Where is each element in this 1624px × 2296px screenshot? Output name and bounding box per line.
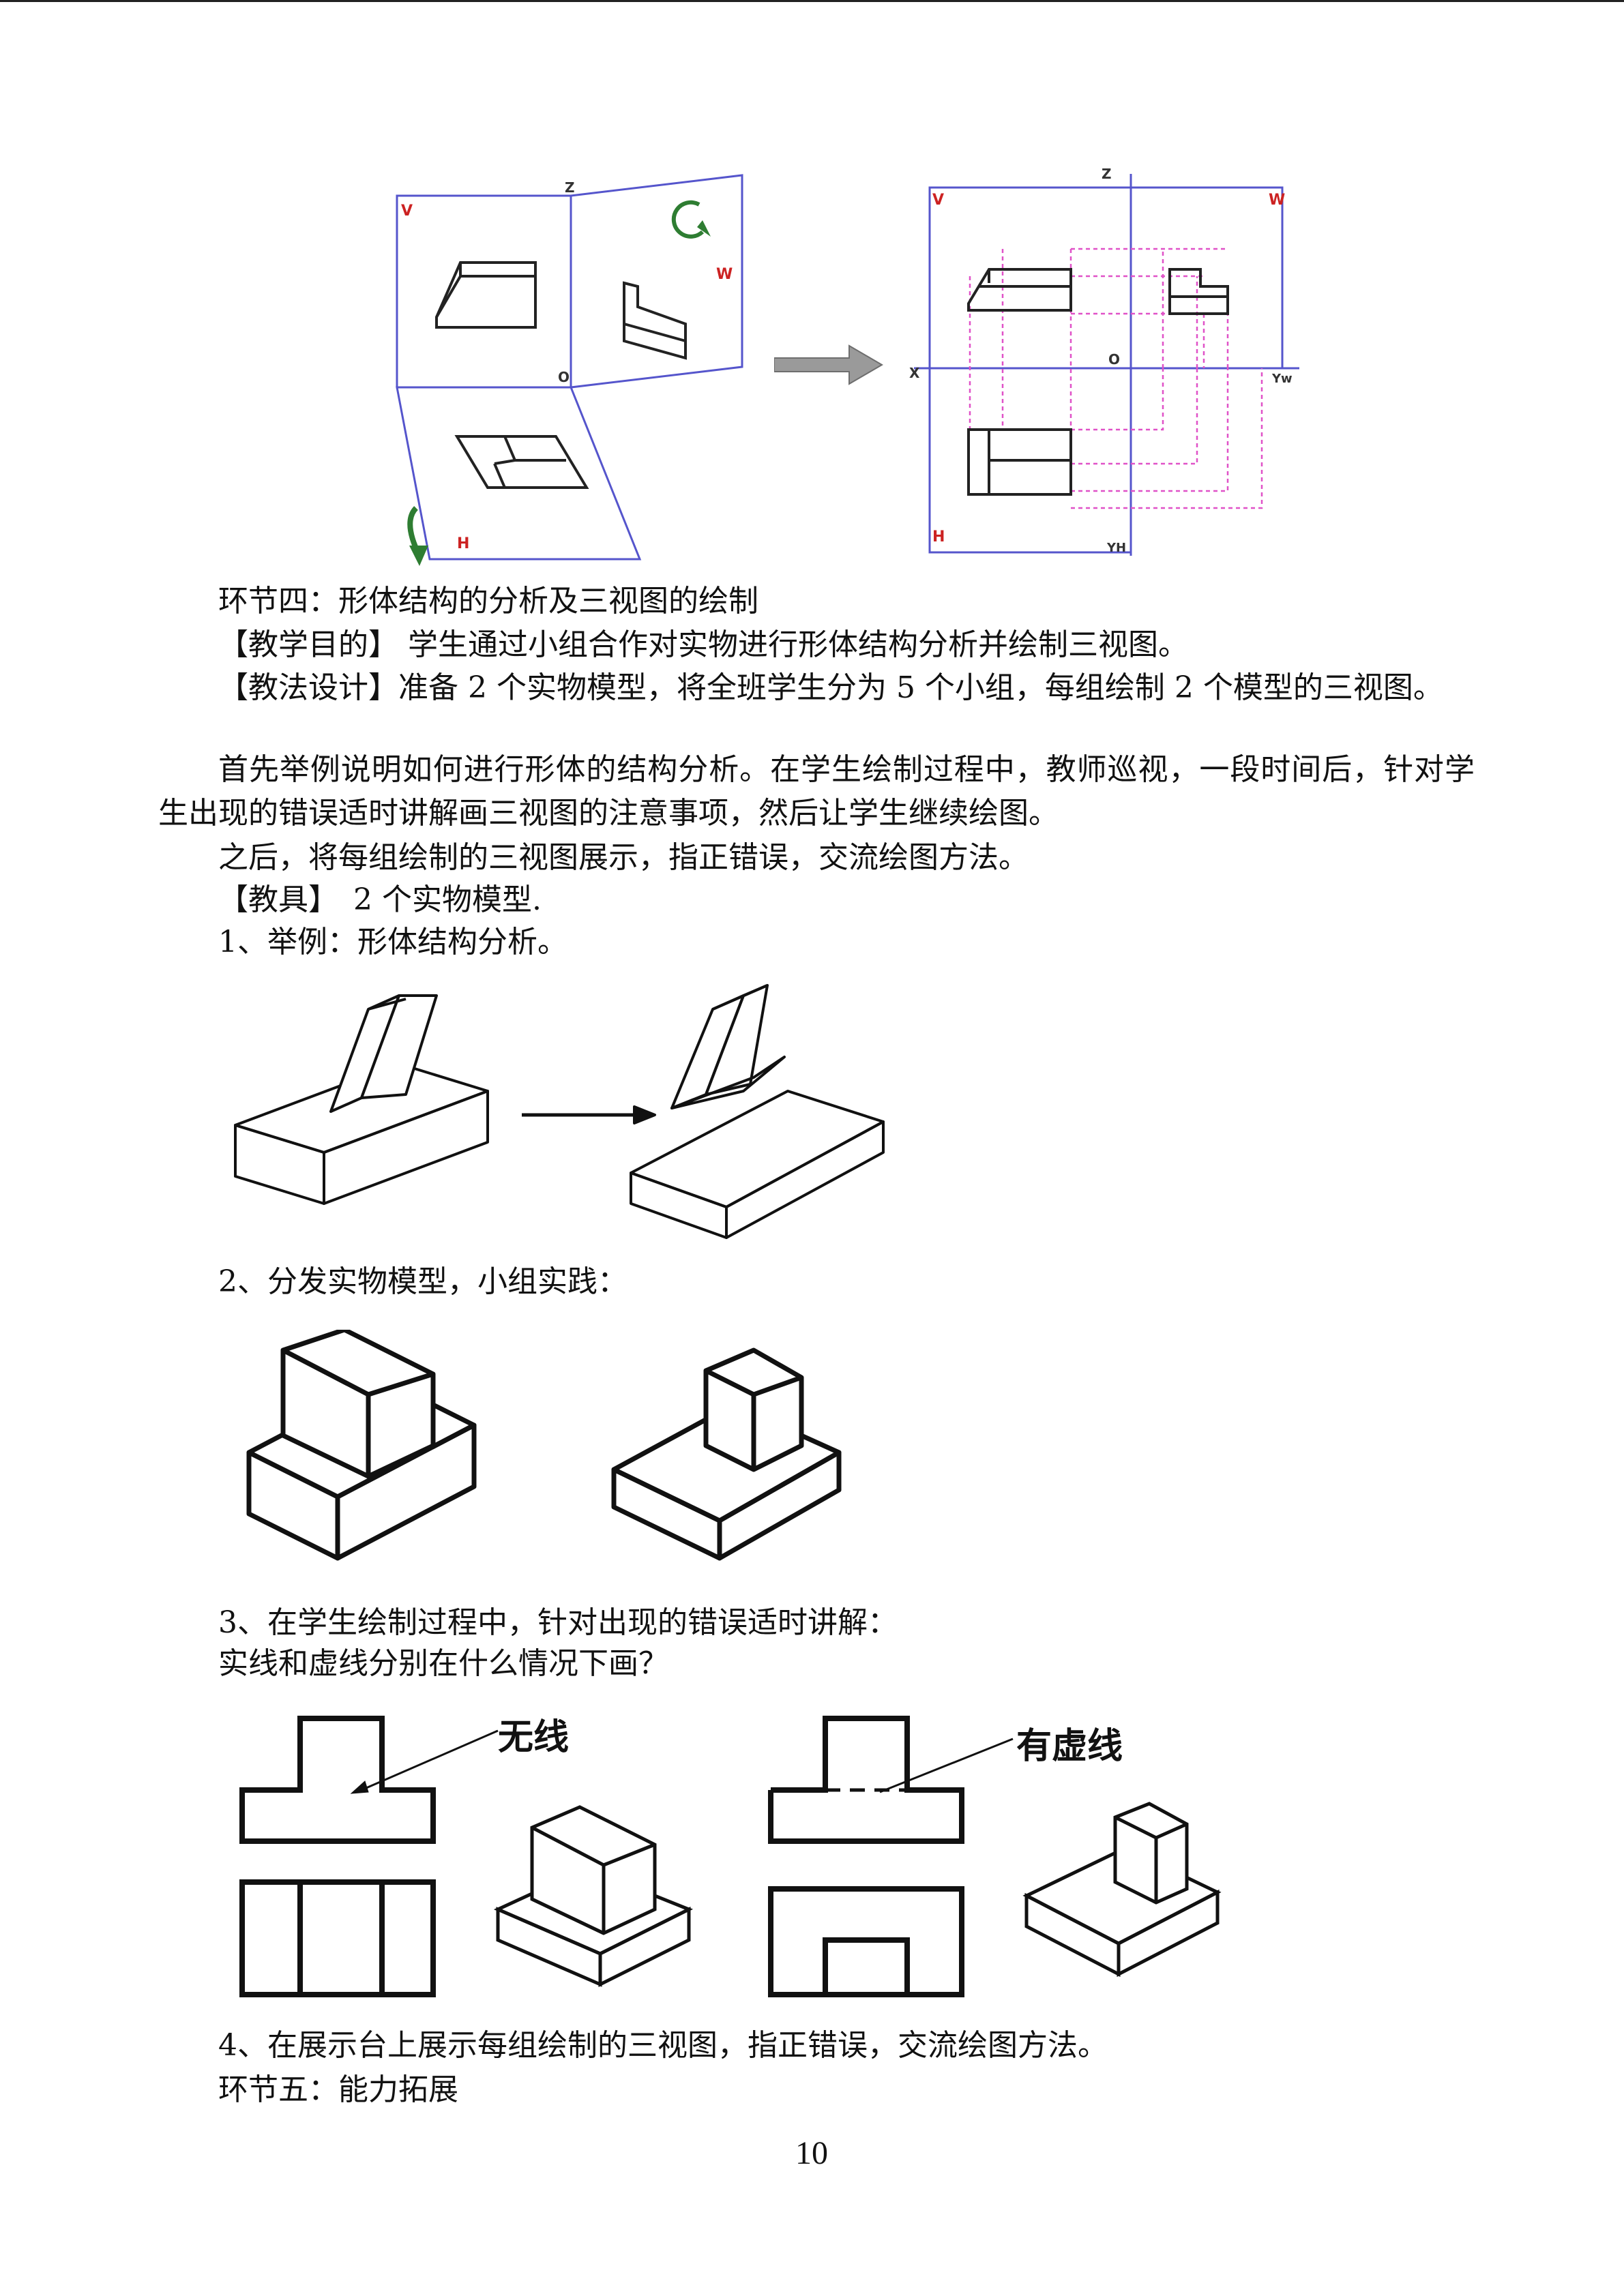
transition-arrow: [774, 344, 883, 385]
label-no-line: 无线: [498, 1717, 570, 1758]
unfolded-label-x: X: [909, 365, 920, 381]
step-3: 3、在学生绘制过程中，针对出现的错误适时讲解：: [218, 1605, 898, 1640]
page-number: 10: [795, 2135, 828, 2171]
section4-heading: 环节四：形体结构的分析及三视图的绘制: [218, 584, 758, 618]
plane-label-h: H: [457, 535, 470, 552]
axis-label-o: O: [558, 369, 570, 385]
unfolded-label-yw: Yw: [1272, 372, 1293, 386]
step-2: 2、分发实物模型，小组实践：: [218, 1264, 628, 1299]
unfolded-label-o: O: [1108, 351, 1121, 368]
paragraph-display: 之后，将每组绘制的三视图展示，指正错误，交流绘图方法。: [218, 840, 1029, 875]
unfolded-label-yh: YH: [1107, 541, 1127, 555]
plane-label-w: W: [716, 266, 733, 283]
teaching-tools: 【教具】 2 个实物模型.: [218, 882, 542, 917]
paragraph-analysis: 首先举例说明如何进行形体的结构分析。在学生绘制过程中，教师巡视，一段时间后，针对…: [158, 752, 1475, 831]
unfolded-label-w: W: [1269, 192, 1286, 209]
practice-models-figure: [242, 1330, 856, 1565]
projection-planes-unfolded-figure: V Z W X O Yw H YH: [904, 166, 1306, 563]
unfolded-label-v: V: [932, 192, 945, 209]
step-4: 4、在展示台上展示每组绘制的三视图，指正错误，交流绘图方法。: [218, 2028, 1108, 2063]
page-top-border: [0, 0, 1624, 2]
teaching-method: 【教法设计】准备 2 个实物模型，将全班学生分为 5 个小组，每组绘制 2 个模…: [218, 670, 1443, 705]
solid-dashed-question: 实线和虚线分别在什么情况下画？: [218, 1646, 668, 1681]
axis-label-z: Z: [565, 179, 575, 196]
step-1: 1、举例：形体结构分析。: [218, 925, 567, 959]
label-dashed-line: 有虚线: [1016, 1726, 1123, 1767]
plane-label-v: V: [401, 203, 413, 220]
projection-planes-3d-figure: V Z W O H: [382, 174, 764, 566]
structure-analysis-figure: [228, 982, 894, 1241]
unfolded-label-z: Z: [1102, 166, 1112, 182]
line-type-comparison-figure: 无线 有虚线: [232, 1705, 1235, 2005]
section5-heading: 环节五：能力拓展: [218, 2072, 458, 2107]
teaching-purpose: 【教学目的】 学生通过小组合作对实物进行形体结构分析并绘制三视图。: [218, 627, 1188, 662]
unfolded-label-h: H: [932, 528, 945, 546]
